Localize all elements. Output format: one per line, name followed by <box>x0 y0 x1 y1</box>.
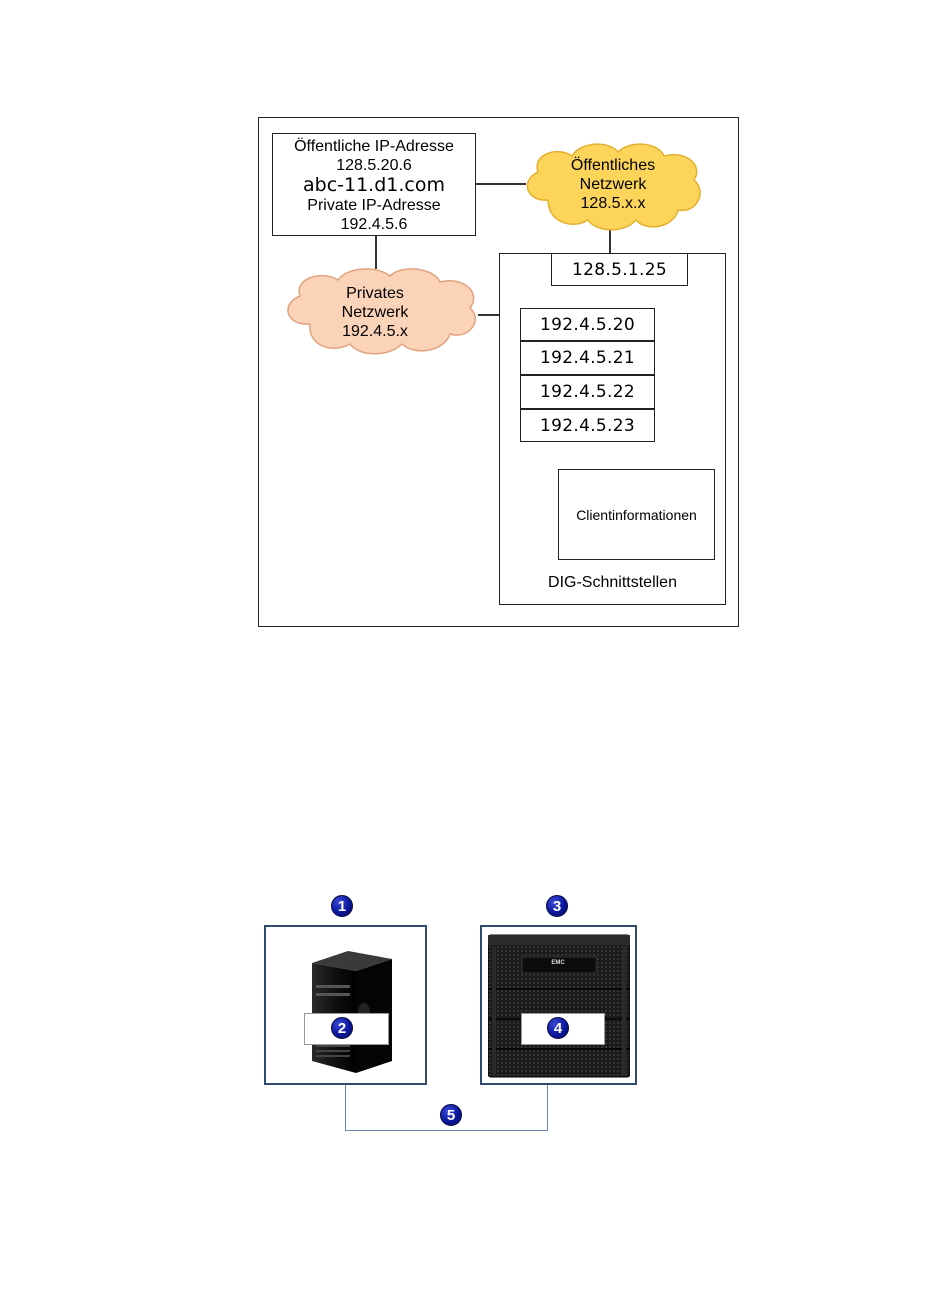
private-network-line3: 192.4.5.x <box>300 322 450 341</box>
callout-badge-5: 5 <box>440 1104 462 1126</box>
private-interface-ip-4: 192.4.5.23 <box>520 409 655 442</box>
host-name: abc-11.d1.com <box>273 175 475 196</box>
storage-logo: EMC <box>538 960 578 966</box>
private-interface-ip-2: 192.4.5.21 <box>520 341 655 375</box>
public-network-label: Öffentliches Netzwerk 128.5.x.x <box>538 156 688 213</box>
host-box: Öffentliche IP-Adresse 128.5.20.6 abc-11… <box>272 133 476 236</box>
public-network-line3: 128.5.x.x <box>538 194 688 213</box>
client-info-box: Clientinformationen <box>558 469 715 560</box>
public-network-line1: Öffentliches <box>538 156 688 175</box>
private-network-label: Privates Netzwerk 192.4.5.x <box>300 284 450 341</box>
host-private-ip-label: Private IP-Adresse <box>273 196 475 215</box>
client-info-label: Clientinformationen <box>576 507 697 523</box>
host-public-ip: 128.5.20.6 <box>273 156 475 175</box>
callout-badge-1: 1 <box>331 895 353 917</box>
callout-badge-4: 4 <box>547 1017 569 1039</box>
host-public-ip-label: Öffentliche IP-Adresse <box>273 137 475 156</box>
public-interface-ip: 128.5.1.25 <box>551 253 688 286</box>
public-network-line2: Netzwerk <box>538 175 688 194</box>
storage-array-icon <box>488 933 630 1079</box>
callout-badge-2: 2 <box>331 1017 353 1039</box>
dig-interfaces-label: DIG-Schnittstellen <box>499 574 726 592</box>
private-interface-ip-1: 192.4.5.20 <box>520 308 655 341</box>
callout-badge-3: 3 <box>546 895 568 917</box>
private-network-line2: Netzwerk <box>300 303 450 322</box>
private-interface-ip-3: 192.4.5.22 <box>520 375 655 409</box>
server-tower-icon <box>302 949 394 1075</box>
storage-frame: EMC <box>480 925 637 1085</box>
host-private-ip: 192.4.5.6 <box>273 215 475 234</box>
private-network-line1: Privates <box>300 284 450 303</box>
server-frame <box>264 925 427 1085</box>
